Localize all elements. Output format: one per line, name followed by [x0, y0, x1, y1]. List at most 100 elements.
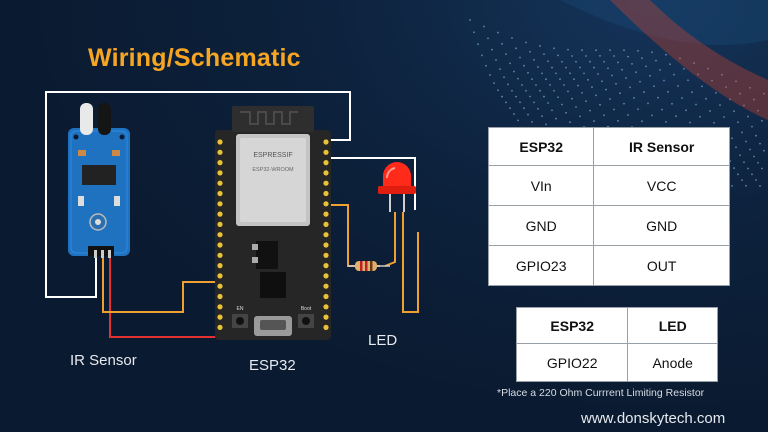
background-dot — [639, 80, 641, 83]
background-dot — [579, 66, 581, 69]
background-dot — [559, 78, 561, 80]
background-dot — [649, 74, 651, 77]
background-dot — [757, 161, 759, 164]
background-dot — [661, 108, 663, 111]
background-dot — [749, 148, 751, 151]
background-dot — [683, 67, 685, 70]
table-header: ESP32 — [487, 127, 595, 166]
background-dot — [517, 77, 519, 80]
header-pin — [217, 283, 223, 289]
background-dot — [665, 121, 667, 123]
background-dot — [733, 110, 735, 113]
header-pin — [323, 180, 329, 186]
background-dot — [735, 80, 737, 83]
background-dot — [651, 51, 653, 54]
background-dot — [583, 72, 585, 75]
header-pin — [323, 170, 329, 176]
header-pin — [323, 283, 329, 289]
background-dot — [735, 146, 737, 149]
background-dot — [761, 119, 763, 122]
wire-led-cathode-orange — [402, 212, 419, 313]
page-title: Wiring/Schematic — [88, 44, 301, 72]
header-pin — [217, 190, 223, 197]
ir-receiver-led — [98, 103, 111, 135]
background-dot — [763, 92, 765, 95]
background-dot — [519, 56, 521, 59]
header-pin — [217, 139, 223, 145]
background-dot — [601, 80, 603, 83]
background-dot — [579, 115, 581, 118]
background-dot — [743, 104, 745, 107]
background-dot — [529, 50, 531, 53]
background-dot — [531, 78, 533, 81]
background-dot — [725, 86, 727, 89]
background-dot — [587, 78, 589, 81]
table-cell: OUT — [593, 245, 730, 286]
background-dot — [497, 31, 499, 34]
background-dot — [751, 125, 753, 128]
background-dot — [473, 31, 475, 34]
background-dot — [571, 97, 573, 100]
background-dot — [715, 92, 717, 94]
background-dot — [513, 113, 515, 115]
header-pin — [323, 221, 329, 227]
background-dot — [617, 61, 619, 64]
header-pin — [323, 273, 329, 279]
background-dot — [759, 185, 761, 187]
background-dot — [615, 82, 617, 85]
background-dot — [617, 119, 619, 122]
background-dot — [593, 120, 595, 122]
background-dot — [619, 92, 621, 95]
background-dot — [499, 68, 501, 71]
background-dot — [637, 108, 639, 111]
background-dot — [739, 92, 741, 95]
background-dot — [663, 79, 665, 82]
header-pin — [323, 160, 329, 166]
background-dot — [707, 67, 709, 70]
right-header-pins — [323, 139, 329, 330]
background-dot — [483, 25, 485, 28]
background-dot — [551, 66, 553, 69]
background-dot — [669, 63, 671, 66]
header-pin — [323, 232, 329, 238]
background-dot — [739, 154, 741, 157]
background-dot — [561, 103, 563, 106]
wire-led-anode-orange — [384, 212, 396, 267]
background-dot — [635, 71, 637, 74]
background-dot — [751, 173, 753, 176]
background-dot — [567, 48, 569, 51]
background-dot — [625, 77, 627, 79]
header-pin — [217, 242, 223, 248]
background-dot — [693, 62, 695, 64]
background-dot — [509, 62, 511, 65]
background-dot — [627, 114, 629, 116]
background-dot — [605, 88, 607, 91]
background-dot — [643, 91, 645, 93]
table-cell: VIn — [487, 165, 595, 206]
background-dot — [557, 96, 559, 99]
background-dot — [613, 108, 615, 111]
background-dot — [741, 131, 743, 134]
wire-vcc-red — [109, 256, 218, 338]
chip-model: ESP32-WROOM — [252, 167, 294, 173]
header-pin — [217, 160, 223, 166]
background-dot — [745, 184, 747, 187]
background-dot — [493, 82, 495, 84]
background-dot — [543, 53, 545, 55]
background-dot — [485, 64, 487, 67]
table-cell: GPIO23 — [487, 245, 595, 286]
header-pin — [217, 180, 223, 186]
background-dot — [759, 142, 761, 145]
background-dot — [553, 47, 555, 50]
background-dot — [749, 86, 751, 89]
wire-gnd-white — [45, 91, 351, 298]
header-pin — [323, 263, 329, 269]
background-dot — [541, 115, 543, 118]
background-dot — [589, 109, 591, 112]
led-label: LED — [368, 332, 398, 349]
background-dot — [469, 19, 471, 21]
background-dot — [521, 84, 523, 86]
background-dot — [609, 49, 611, 51]
header-pin — [323, 324, 329, 330]
background-dot — [729, 98, 731, 101]
